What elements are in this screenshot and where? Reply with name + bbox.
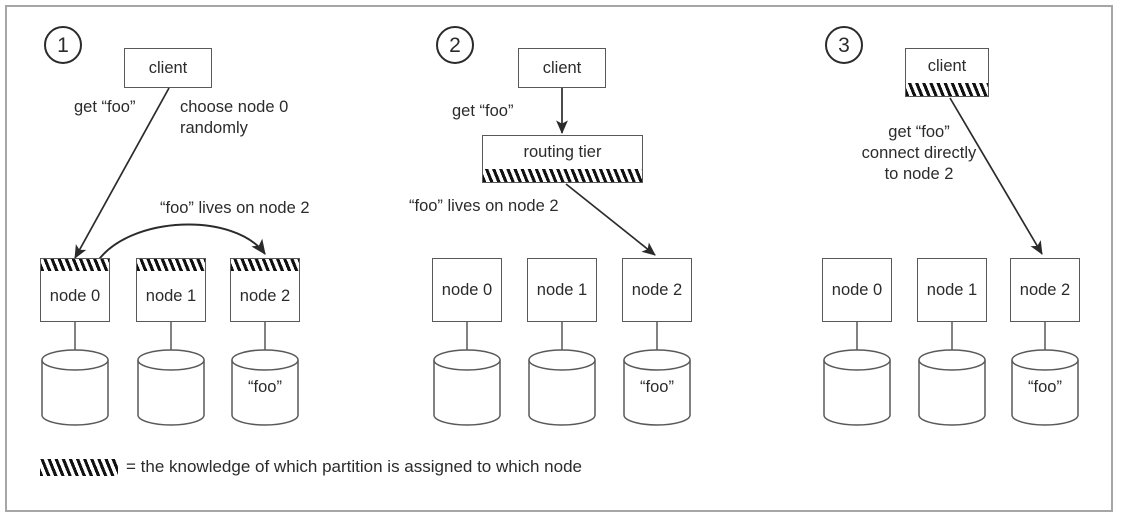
- label-foo-lives-on-node2-panel2: “foo” lives on node 2: [409, 197, 559, 215]
- store-value-node2-panel3: “foo”: [1028, 378, 1062, 396]
- label-foo-lives-on-node2-panel1: “foo” lives on node 2: [160, 199, 310, 217]
- store-value-node2-panel1: “foo”: [248, 378, 282, 396]
- client-box-label: client: [542, 58, 582, 77]
- panel-number-1: 1: [44, 26, 82, 64]
- node-box-node2-panel1[interactable]: node 2: [230, 258, 300, 322]
- panel-number-3: 3: [825, 26, 863, 64]
- routing-tier-box[interactable]: routing tier: [482, 135, 643, 183]
- panel-number-2: 2: [436, 26, 474, 64]
- hatch-pattern-routing-tier: [483, 169, 642, 182]
- node-box-node2-panel3[interactable]: node 2: [1010, 258, 1080, 322]
- store-value-node2-panel2: “foo”: [640, 378, 674, 396]
- node-box-label: node 1: [145, 286, 197, 305]
- node-box-label: node 2: [631, 280, 683, 299]
- node-box-label: node 0: [831, 280, 883, 299]
- node-box-node1-panel3[interactable]: node 1: [917, 258, 987, 322]
- node-box-label: node 2: [239, 286, 291, 305]
- node-box-label: node 0: [49, 286, 101, 305]
- hatch-pattern-node1-panel1: [137, 259, 205, 271]
- label-choose-node0-randomly: choose node 0 randomly: [180, 98, 289, 138]
- hatch-pattern-node0-panel1: [41, 259, 109, 271]
- legend-label: = the knowledge of which partition is as…: [126, 457, 582, 476]
- node-box-node1-panel1[interactable]: node 1: [136, 258, 206, 322]
- client-box-panel2[interactable]: client: [518, 48, 606, 88]
- client-box-label: client: [927, 56, 967, 75]
- label-get-foo-panel1: get “foo”: [74, 98, 136, 116]
- client-box-label: client: [148, 58, 188, 77]
- node-box-node0-panel3[interactable]: node 0: [822, 258, 892, 322]
- node-box-label: node 1: [536, 280, 588, 299]
- node-box-label: node 1: [926, 280, 978, 299]
- node-box-node1-panel2[interactable]: node 1: [527, 258, 597, 322]
- node-box-node0-panel1[interactable]: node 0: [40, 258, 110, 322]
- node-box-label: node 2: [1019, 280, 1071, 299]
- label-get-foo-panel2: get “foo”: [452, 102, 514, 120]
- node-box-node0-panel2[interactable]: node 0: [432, 258, 502, 322]
- client-box-panel1[interactable]: client: [124, 48, 212, 88]
- node-box-node2-panel2[interactable]: node 2: [622, 258, 692, 322]
- legend-hatch-swatch: [40, 459, 118, 476]
- label-get-foo-connect-directly: get “foo” connect directly to node 2: [861, 123, 977, 184]
- node-box-label: node 0: [441, 280, 493, 299]
- routing-tier-label: routing tier: [523, 143, 602, 161]
- client-box-panel3[interactable]: client: [905, 48, 989, 97]
- hatch-pattern-client-panel3: [906, 83, 988, 96]
- hatch-pattern-node2-panel1: [231, 259, 299, 271]
